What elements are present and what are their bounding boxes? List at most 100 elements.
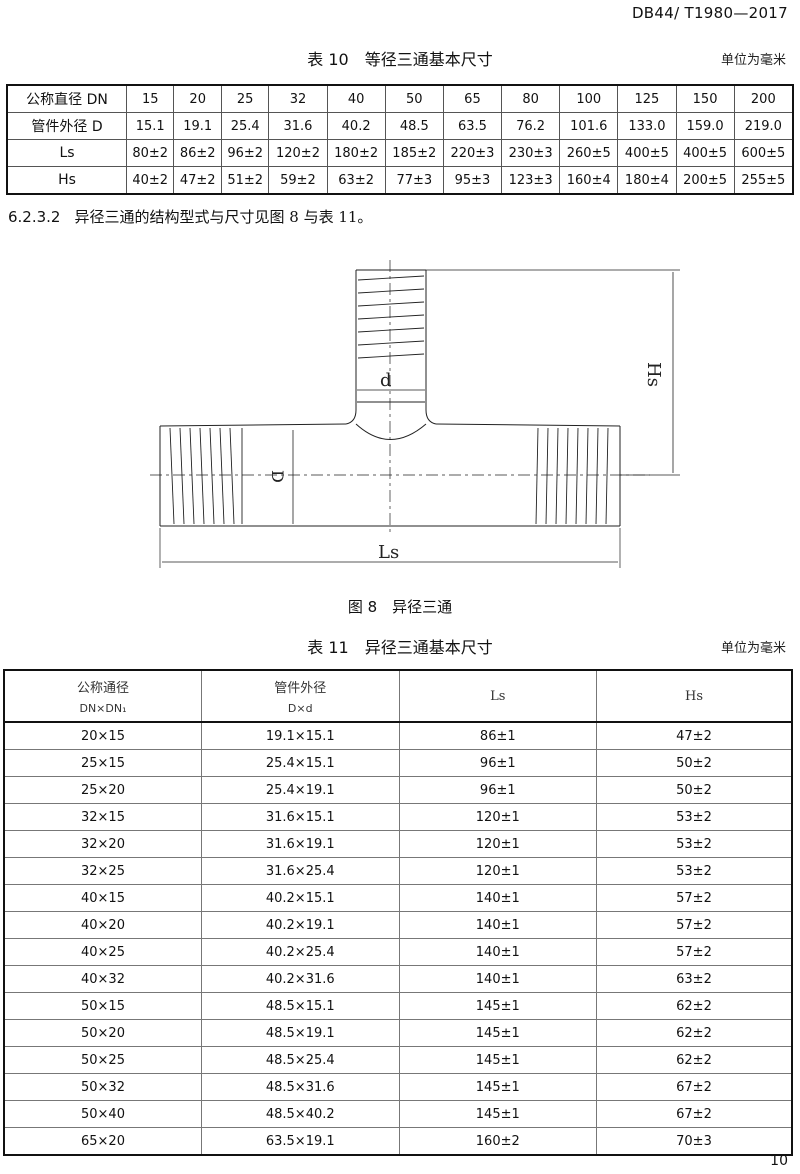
table-cell: 101.6 <box>559 112 619 140</box>
table10-title: 表 10 等径三通基本尺寸 <box>307 50 493 69</box>
clause-text: 异径三通的结构型式与尺寸见图 8 与表 11。 <box>74 208 373 226</box>
table-cell: 200±5 <box>675 166 735 195</box>
table-cell: 40.2×25.4 <box>200 938 400 966</box>
table-cell: 40 <box>326 84 386 113</box>
table-cell: 77±3 <box>384 166 444 195</box>
table-cell: 96±2 <box>220 139 270 167</box>
table-cell: 185±2 <box>384 139 444 167</box>
table-cell: 123±3 <box>501 166 561 195</box>
table-cell: 57±2 <box>596 911 793 939</box>
table-cell: 100 <box>559 84 619 113</box>
table-cell: 48.5×40.2 <box>200 1100 400 1128</box>
table-cell: 63±2 <box>596 965 793 993</box>
table-cell: 140±1 <box>398 884 598 912</box>
table-cell: 19.1×15.1 <box>200 721 400 750</box>
table-cell: 133.0 <box>617 112 677 140</box>
table-cell: 80±2 <box>125 139 175 167</box>
table-cell: 200 <box>733 84 794 113</box>
table-cell: 260±5 <box>559 139 619 167</box>
table-cell: 180±4 <box>617 166 677 195</box>
table-cell: 62±2 <box>596 992 793 1020</box>
row-label: Hs <box>6 166 127 195</box>
table-cell: 57±2 <box>596 938 793 966</box>
table-cell: 120±1 <box>398 857 598 885</box>
table-cell: 40±2 <box>125 166 175 195</box>
table10-unit: 单位为毫米 <box>720 53 786 68</box>
table-cell: 31.6×19.1 <box>200 830 400 858</box>
table-cell: 48.5×15.1 <box>200 992 400 1020</box>
row-label: 管件外径 D <box>6 112 127 140</box>
table-cell: 53±2 <box>596 803 793 831</box>
table-cell: 62±2 <box>596 1046 793 1074</box>
table-cell: 145±1 <box>398 1046 598 1074</box>
table-cell: 65 <box>442 84 503 113</box>
table-cell: 25×15 <box>3 749 202 777</box>
table-cell: 32×20 <box>3 830 202 858</box>
table-cell: 48.5×31.6 <box>200 1073 400 1101</box>
table-cell: 31.6×25.4 <box>200 857 400 885</box>
table-cell: 76.2 <box>501 112 561 140</box>
table-cell: 95±3 <box>442 166 503 195</box>
left-thread <box>169 427 243 525</box>
right-thread <box>535 427 609 525</box>
table-cell: 65×20 <box>3 1127 202 1156</box>
table-cell: 80 <box>501 84 561 113</box>
table-cell: 67±2 <box>596 1100 793 1128</box>
table-cell: 145±1 <box>398 1019 598 1047</box>
table-cell: 62±2 <box>596 1019 793 1047</box>
table-cell: 86±1 <box>398 721 598 750</box>
table-cell: 50 <box>384 84 444 113</box>
table-cell: 47±2 <box>173 166 222 195</box>
table-cell: 20 <box>173 84 222 113</box>
table-cell: 32×25 <box>3 857 202 885</box>
table-cell: 140±1 <box>398 911 598 939</box>
table-cell: 219.0 <box>733 112 794 140</box>
row-label: 公称直径 DN <box>6 84 127 113</box>
table11-title: 表 11 异径三通基本尺寸 <box>307 638 493 657</box>
table-cell: 31.6 <box>268 112 328 140</box>
table-cell: 25.4 <box>220 112 270 140</box>
table-cell: 600±5 <box>733 139 794 167</box>
table-cell: 255±5 <box>733 166 794 195</box>
table-cell: 47±2 <box>596 721 793 750</box>
header-ls: Ls <box>398 669 598 723</box>
table-cell: 67±2 <box>596 1073 793 1101</box>
table-cell: 19.1 <box>173 112 222 140</box>
branch-pipe <box>345 269 437 440</box>
standard-code: DB44/ T1980—2017 <box>631 4 788 22</box>
table-cell: 400±5 <box>675 139 735 167</box>
table-cell: 140±1 <box>398 965 598 993</box>
table-cell: 145±1 <box>398 1073 598 1101</box>
table-cell: 51±2 <box>220 166 270 195</box>
table-cell: 63.5×19.1 <box>200 1127 400 1156</box>
figure8-caption: 图 8 异径三通 <box>347 598 453 616</box>
table-cell: 25 <box>220 84 270 113</box>
table-cell: 86±2 <box>173 139 222 167</box>
table-cell: 50×15 <box>3 992 202 1020</box>
table-cell: 180±2 <box>326 139 386 167</box>
header-hs: Hs <box>596 669 793 723</box>
table-cell: 32 <box>268 84 328 113</box>
table-cell: 70±3 <box>596 1127 793 1156</box>
table-cell: 57±2 <box>596 884 793 912</box>
